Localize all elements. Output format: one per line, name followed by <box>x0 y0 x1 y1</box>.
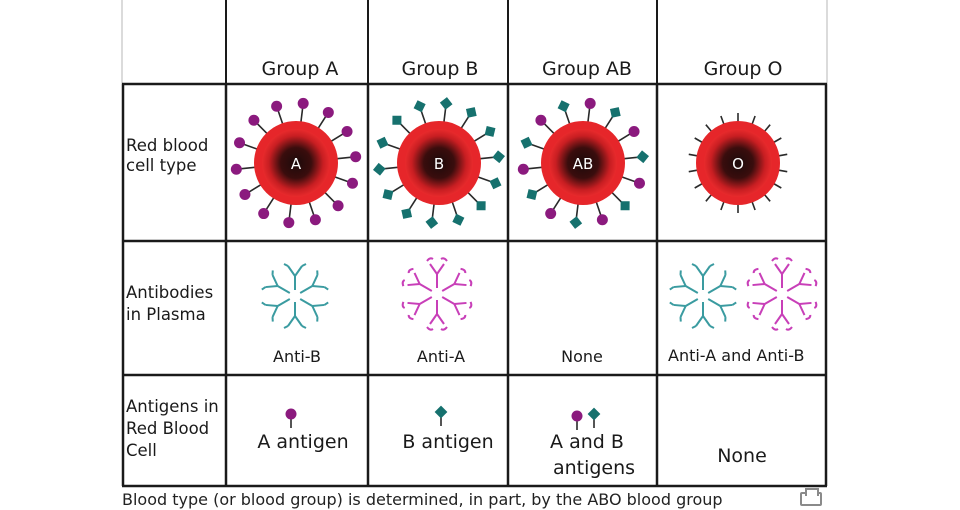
column-header-group-ab: Group AB <box>542 58 632 80</box>
red-blood-cell-group-b: B <box>372 97 506 229</box>
cell-letter: B <box>434 155 444 173</box>
red-blood-cell-group-a: A <box>230 97 362 229</box>
antigen-label-group-ab: A and B antigens <box>550 431 635 479</box>
red-blood-cell-group-o: O <box>688 113 788 213</box>
antibody-label-group-ab: None <box>561 347 603 366</box>
figure-caption: Blood type (or blood group) is determine… <box>122 490 723 509</box>
antibody-label-group-b: Anti-A <box>417 347 465 366</box>
cell-letter: A <box>291 155 302 173</box>
antigen-label-group-b: B antigen <box>402 431 493 453</box>
row-header-red-blood-cell-type: Red blood cell type <box>126 136 214 175</box>
antigen-b-icon <box>587 407 601 428</box>
antigen-a-icon <box>571 410 583 430</box>
antigen-label-group-o: None <box>717 445 767 467</box>
row-header-antibodies-in-plasma: Antibodies in Plasma <box>126 283 218 324</box>
antigen-b-icon <box>434 405 448 426</box>
anti-a-antibody-icon <box>746 257 818 331</box>
antibody-label-group-a: Anti-B <box>273 347 321 366</box>
antigen-label-group-a: A antigen <box>257 431 348 453</box>
table-grid <box>121 0 828 488</box>
antibody-label-group-o: Anti-A and Anti-B <box>668 346 804 365</box>
cell-letter: O <box>732 155 744 173</box>
column-header-group-b: Group B <box>402 58 479 80</box>
column-header-group-o: Group O <box>704 58 783 80</box>
red-blood-cell-group-ab: AB <box>517 97 650 229</box>
cell-letter: AB <box>573 155 594 173</box>
antigen-a-icon <box>285 408 297 428</box>
anti-b-antibody-icon <box>669 263 737 329</box>
anti-a-antibody-icon <box>401 257 473 331</box>
row-header-antigens-in-red-blood-cell: Antigens in Red Blood Cell <box>126 397 224 460</box>
anti-b-antibody-icon <box>261 263 329 329</box>
column-header-group-a: Group A <box>262 58 339 80</box>
